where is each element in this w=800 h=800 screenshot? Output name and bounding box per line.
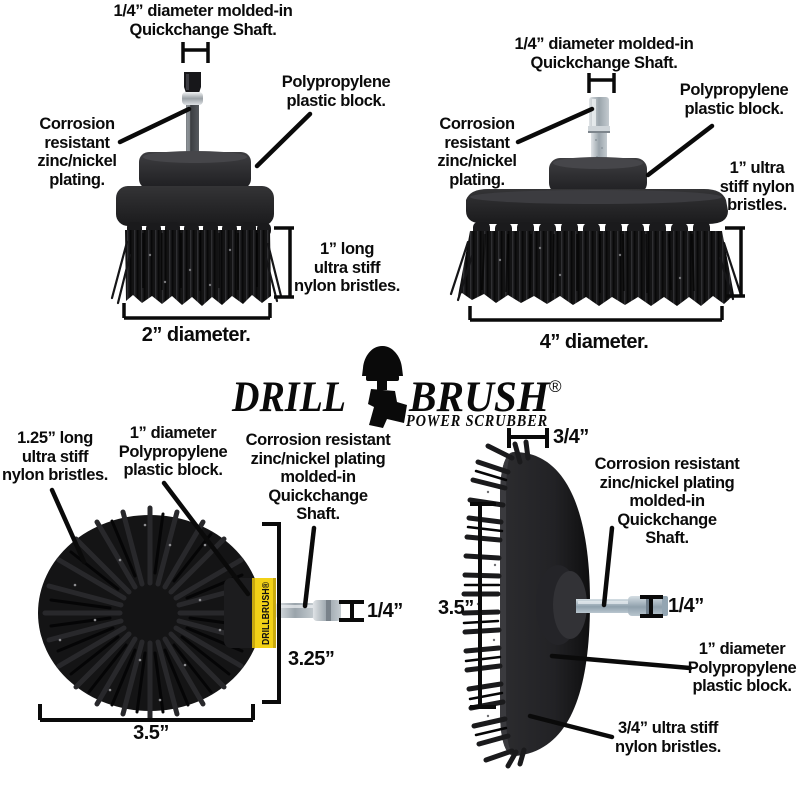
cylinder-brush-illustration: DRILLBRUSH®	[38, 505, 341, 721]
label-line: bristles.	[727, 195, 787, 214]
drillbrush-logo: DRILL BRUSH ® POWER SCRUBBER	[231, 346, 562, 430]
label-line: plastic block.	[684, 98, 784, 118]
label-line: nylon bristles.	[294, 276, 400, 295]
label-line: zinc/nickel	[37, 151, 117, 170]
label-line: 1/4” diameter molded-in	[113, 1, 293, 20]
two-inch-plating-label: Corrosion resistant zinc/nickel plating.	[37, 114, 117, 189]
cylinder-block-label: 1” diameter Polypropylene plastic block.	[118, 423, 228, 480]
two-inch-brush-illustration	[110, 72, 283, 306]
disc-edge-dimension: 3/4”	[553, 426, 589, 448]
label-line: plating.	[49, 169, 105, 189]
label-line: Corrosion resistant	[594, 454, 740, 473]
label-line: plastic block.	[692, 676, 792, 695]
logo-tagline-text: POWER SCRUBBER	[405, 411, 548, 430]
label-line: nylon bristles.	[2, 465, 108, 484]
disc-shaft-dimension: 1/4”	[668, 595, 704, 617]
label-line: 1/4” diameter molded-in	[514, 34, 694, 53]
label-line: 1” diameter	[698, 639, 786, 658]
cylinder-bristle-label: 1.25” long ultra stiff nylon bristles.	[2, 428, 108, 485]
label-line: Polypropylene	[118, 441, 228, 461]
label-line: plating.	[449, 169, 505, 189]
label-line: nylon bristles.	[615, 736, 721, 756]
label-line: Corrosion	[39, 114, 115, 133]
four-inch-bristle-label: 1” ultra stiff nylon bristles.	[719, 158, 795, 215]
disc-shaft-label: Corrosion resistant zinc/nickel plating …	[594, 454, 740, 548]
cylinder-width-dimension: 3.5”	[133, 722, 169, 744]
label-line: 1” long	[319, 239, 375, 258]
four-inch-shaft-label: 1/4” diameter molded-in Quickchange Shaf…	[514, 34, 694, 72]
registered-trademark-icon: ®	[549, 377, 562, 396]
label-line: molded-in	[280, 467, 356, 486]
label-line: 1” diameter	[129, 423, 217, 442]
label-line: zinc/nickel	[437, 151, 517, 170]
disc-bristle-label: 3/4” ultra stiff nylon bristles.	[615, 718, 721, 756]
dimension-and-pointer-lines	[38, 42, 745, 740]
label-line: 1” ultra	[729, 158, 785, 177]
logo-drill-text: DRILL	[231, 374, 346, 421]
cylinder-shaft-label: Corrosion resistant zinc/nickel plating …	[245, 430, 391, 524]
label-line: Polypropylene	[679, 80, 789, 99]
two-inch-shaft-label: 1/4” diameter molded-in Quickchange Shaf…	[113, 1, 293, 39]
label-line: zinc/nickel plating	[599, 472, 735, 492]
cylinder-length-dimension: 3.25”	[288, 648, 335, 670]
label-line: Corrosion resistant	[245, 430, 391, 449]
label-line: 3/4” ultra stiff	[617, 718, 719, 737]
two-inch-diameter-dimension: 2” diameter.	[141, 324, 251, 346]
label-line: Quickchange	[268, 485, 368, 505]
label-line: Quickchange	[617, 509, 717, 529]
cylinder-shaft-dimension: 1/4”	[367, 600, 403, 622]
label-line: 1.25” long	[17, 428, 93, 447]
disc-diameter-dimension: 3.5”	[438, 597, 474, 619]
label-line: ultra stiff	[313, 257, 381, 277]
two-inch-bristle-label: 1” long ultra stiff nylon bristles.	[294, 239, 400, 296]
label-line: stiff nylon	[719, 176, 795, 196]
label-line: Polypropylene	[687, 657, 797, 677]
cylinder-band-label: DRILLBRUSH®	[261, 581, 272, 645]
drill-with-brush-icon	[362, 346, 407, 428]
four-inch-block-label: Polypropylene plastic block.	[679, 80, 789, 118]
logo-brush-text: BRUSH	[408, 374, 550, 421]
label-line: Quickchange Shaft.	[530, 52, 678, 72]
label-line: plastic block.	[123, 460, 223, 479]
label-line: Polypropylene	[281, 72, 391, 91]
label-line: Corrosion	[439, 114, 515, 133]
four-inch-diameter-dimension: 4” diameter.	[539, 331, 649, 353]
label-line: Quickchange Shaft.	[129, 19, 277, 39]
four-inch-brush-illustration	[449, 97, 742, 306]
two-inch-block-label: Polypropylene plastic block.	[281, 72, 391, 110]
label-line: plastic block.	[286, 90, 386, 110]
label-line: Shaft.	[645, 528, 689, 547]
disc-block-label: 1” diameter Polypropylene plastic block.	[687, 639, 797, 696]
label-line: ultra stiff	[21, 446, 89, 466]
label-line: molded-in	[629, 491, 705, 510]
label-line: Shaft.	[296, 504, 340, 523]
label-line: resistant	[44, 132, 110, 152]
label-line: zinc/nickel plating	[250, 448, 386, 468]
label-line: resistant	[444, 132, 510, 152]
four-inch-plating-label: Corrosion resistant zinc/nickel plating.	[437, 114, 517, 189]
disc-brush-illustration	[461, 439, 668, 769]
